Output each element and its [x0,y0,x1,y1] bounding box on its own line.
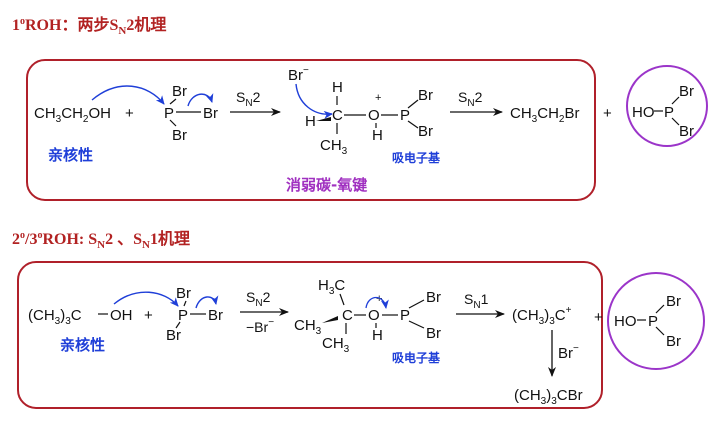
s2-ewg-label: 吸电子基 [392,350,441,365]
s2-int-plus: + [376,293,382,305]
s1-int-br-top: Br [418,87,433,104]
s2-pbr3-p: P [178,307,188,324]
s1-ewg-label: 吸电子基 [392,150,441,165]
s1-byproduct-bond-bottom [671,117,680,126]
s1-plus-2: + [603,105,612,122]
s1-step1-label: SN2 [236,89,261,109]
s1-byproduct-bond-top [671,96,680,105]
s1-curved-arrow-attack [91,85,165,105]
s2-reactant-oh: OH [110,307,133,324]
s1-int-ch3: CH3 [320,137,348,157]
s2-int-bond-pbr-top [408,299,425,309]
s2-int-bond-pbr-bottom [408,320,425,329]
s2-pbr3-bond-bottom [175,321,181,329]
s2-byproduct-ho: HO [614,313,637,330]
s2-carbocation: (CH3)3C+ [512,305,572,327]
s1-bromide-ion: Br− [288,65,309,84]
s2-int-bond-top-methyl [339,293,345,306]
s1-pbr3-bond-bottom [169,119,177,127]
s1-weaken-label: 消弱碳-氧键 [286,176,367,194]
s2-byproduct-bond-bottom [655,326,665,336]
section2-title: 2o/3oROH: SN2 、SN1机理 [12,229,190,251]
s1-byproduct-p: P [664,104,674,121]
s2-pbr3-br-right: Br [208,307,223,324]
s2-curved-arrow-cleave [365,296,389,309]
s1-pbr3-br-bottom: Br [172,127,187,144]
s1-int-br-bottom: Br [418,123,433,140]
s1-step2-label: SN2 [458,89,483,109]
s2-pbr3-br-top: Br [176,285,191,302]
s2-int-h3c: H3C [318,277,345,297]
s1-int-h-top: H [332,79,343,96]
s1-int-bond-pbr-bottom [407,120,419,129]
s1-int-wedge [316,117,331,121]
s2-int-o: O [368,307,380,324]
s2-byproduct-br-bottom: Br [666,333,681,350]
s1-plus-1: + [125,105,134,122]
s1-int-p: P [400,107,410,124]
s1-pbr3-br-right: Br [203,105,218,122]
s2-product: (CH3)3CBr [514,387,583,407]
s1-int-c: C [332,107,343,124]
s2-curved-arrow-leave [195,295,219,309]
section2-box [17,261,603,409]
s2-int-p: P [400,307,410,324]
s2-int-c: C [342,307,353,324]
s1-pbr3-bond-top [169,98,177,105]
s2-int-wedge [322,316,338,323]
s2-nucleophile-label: 亲核性 [60,336,105,354]
s1-byproduct-circle [626,65,708,147]
s1-product: CH3CH2Br [510,105,579,125]
s2-pbr3-br-bottom: Br [166,327,181,344]
s2-int-br-top: Br [426,289,441,306]
s2-plus-1: + [144,307,153,324]
s1-int-h-oh: H [372,127,383,144]
s1-curved-arrow-bromide [295,83,333,119]
s2-step1-below: −Br− [246,317,274,335]
s2-pbr3-bond-top [183,300,187,307]
s1-curved-arrow-leave [187,93,214,107]
s1-int-plus: + [375,92,381,104]
s1-byproduct-br-top: Br [679,83,694,100]
s2-plus-2: + [594,309,603,326]
s1-int-h-left: H [305,113,316,130]
s1-int-bond-pbr-top [407,99,419,109]
s1-pbr3-p: P [164,105,174,122]
s2-int-ch3-left: CH3 [294,317,322,337]
s2-reactant: (CH3)3C [28,307,82,327]
s2-step2-label: SN1 [464,291,489,311]
s1-pbr3-br-top: Br [172,83,187,100]
s1-byproduct-ho: HO [632,104,655,121]
s2-byproduct-circle [607,272,705,370]
s2-int-br-bottom: Br [426,325,441,342]
s2-int-h: H [372,327,383,344]
s1-int-o: O [368,107,380,124]
s2-step1-label: SN2 [246,289,271,309]
s1-nucleophile-label: 亲核性 [48,146,93,164]
s2-byproduct-bond-top [655,304,665,314]
section1-box [26,59,596,201]
section1-title: 1oROH：两步SN2机理 [12,15,166,37]
s2-byproduct-br-top: Br [666,293,681,310]
s1-reactant-alcohol: CH3CH2OH [34,105,111,125]
s2-byproduct-p: P [648,313,658,330]
s2-bromide-ion: Br− [558,343,579,362]
s1-byproduct-br-bottom: Br [679,123,694,140]
s2-int-ch3-bottom: CH3 [322,335,350,355]
s2-curved-arrow-attack [113,291,179,307]
